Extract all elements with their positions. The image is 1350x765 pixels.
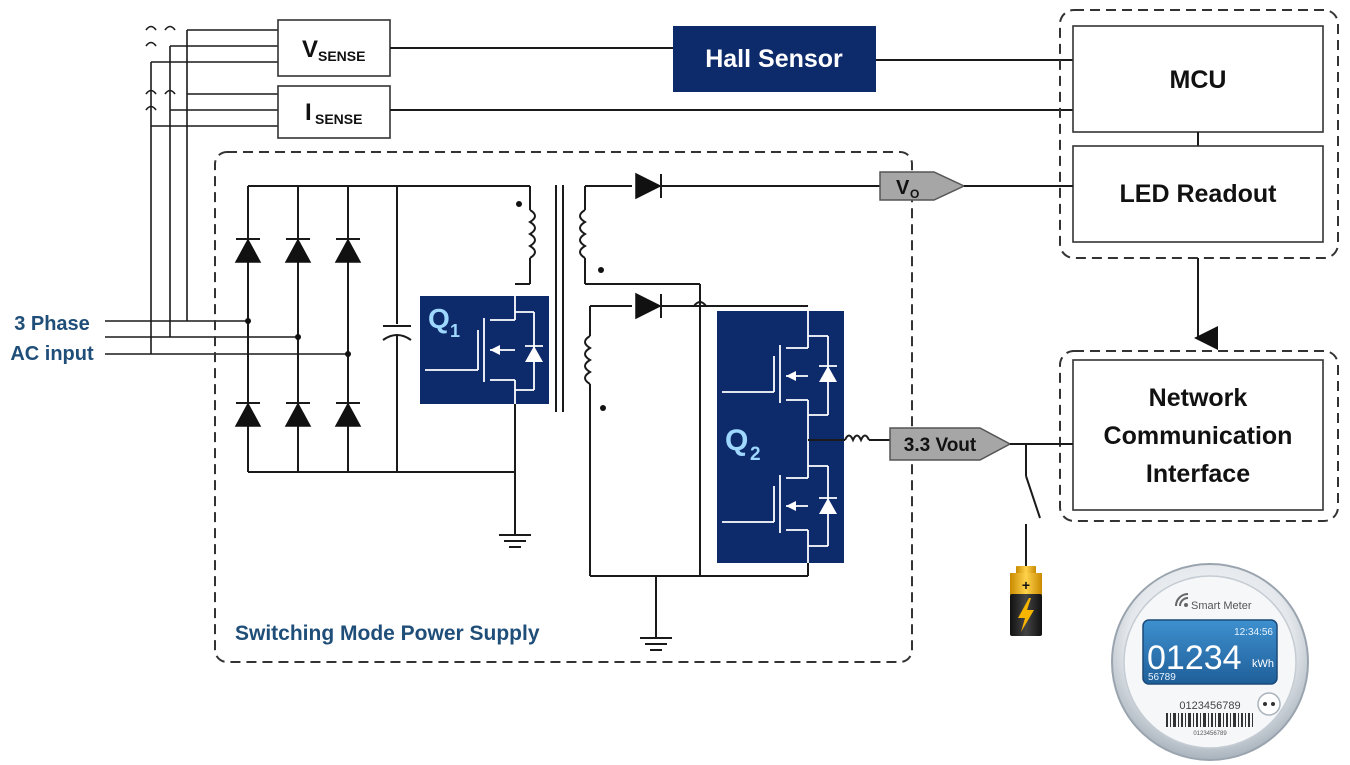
meter-serial: 0123456789 (1179, 700, 1240, 712)
isense-block: I SENSE (277, 85, 391, 139)
mcu-block: MCU (1072, 25, 1324, 133)
vo-output-tag: V O (879, 171, 966, 201)
bulk-capacitor (382, 186, 412, 472)
bridge-rectifier (234, 185, 530, 473)
isense-label: I (305, 99, 312, 126)
meter-unit: kWh (1252, 658, 1274, 670)
hall-sensor-label: Hall Sensor (705, 45, 843, 73)
smps-label: Switching Mode Power Supply (235, 622, 540, 645)
wifi-icon (1175, 593, 1189, 607)
battery-icon: + (1010, 566, 1042, 636)
output-diode-2 (635, 292, 808, 320)
meter-reading: 01234 (1147, 639, 1242, 677)
three-phase-input-lines (105, 25, 348, 355)
svg-text:+: + (1022, 577, 1030, 593)
meter-display (1142, 619, 1278, 685)
meter-port-icon (1257, 692, 1281, 716)
network-label-line1: Network (1149, 384, 1248, 412)
vsense-label: V (302, 36, 318, 63)
mcu-label: MCU (1170, 66, 1227, 94)
meter-barcode (1166, 713, 1253, 727)
meter-brand: Smart Meter (1191, 600, 1252, 612)
network-label-line3: Interface (1146, 460, 1250, 488)
q1-label: Q (428, 303, 450, 334)
vout-output-tag: 3.3 Vout (889, 427, 1012, 461)
hall-sensor-block: Hall Sensor (673, 26, 876, 92)
battery-switch (1025, 444, 1041, 566)
led-readout-label: LED Readout (1120, 180, 1278, 208)
vo-subscript: O (910, 187, 919, 201)
vo-label: V (896, 177, 910, 199)
ground-symbol-1 (499, 534, 531, 548)
q2-label: Q (725, 424, 748, 457)
q2-subscript: 2 (750, 444, 761, 465)
flyback-transformer (515, 185, 808, 577)
meter-sub-reading: 56789 (1148, 672, 1176, 683)
q2-mosfet: Q 2 (717, 311, 844, 563)
input-label-line2: AC input (10, 343, 94, 365)
vsense-subscript: SENSE (318, 48, 365, 64)
isense-subscript: SENSE (315, 111, 362, 127)
ground-symbol-2 (640, 637, 672, 651)
input-label-line1: 3 Phase (14, 313, 90, 335)
network-interface-block: Network Communication Interface (1072, 359, 1324, 511)
meter-time: 12:34:56 (1234, 627, 1273, 638)
q1-mosfet: Q 1 (420, 296, 549, 404)
meter-barcode-text: 0123456789 (1193, 731, 1227, 737)
led-readout-block: LED Readout (1072, 145, 1324, 243)
smart-meter-icon: Smart Meter 12:34:56 01234 kWh 56789 012… (1111, 563, 1309, 761)
network-group (1059, 350, 1339, 522)
smps-group (214, 151, 913, 663)
vout-label: 3.3 Vout (904, 435, 977, 456)
q1-subscript: 1 (450, 321, 460, 341)
network-label-line2: Communication (1104, 422, 1293, 450)
output-inductor (844, 434, 870, 443)
vsense-block: V SENSE (277, 19, 391, 77)
output-diode-1 (635, 172, 880, 200)
